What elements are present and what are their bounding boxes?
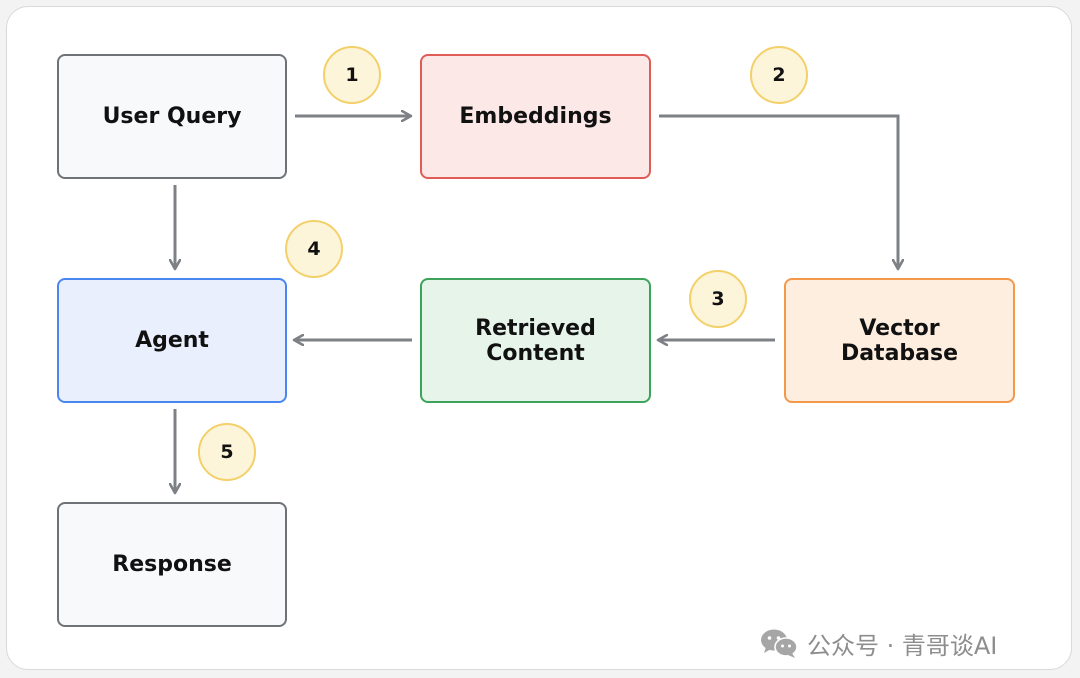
watermark: 公众号 · 青哥谈AI: [759, 625, 997, 661]
wechat-logo-icon: [761, 629, 798, 658]
edge-embeddings-to-vector-database: [659, 114, 898, 269]
node-user-query-label: User Query: [102, 104, 242, 129]
node-embeddings-label: Embeddings: [459, 104, 612, 129]
step-badge-1: 1: [323, 46, 381, 104]
node-user-query: User Query: [57, 54, 287, 179]
node-response: Response: [57, 502, 287, 627]
node-agent: Agent: [57, 278, 287, 403]
node-retrieved-content-label: Retrieved Content: [475, 315, 596, 366]
step-badge-5: 5: [198, 423, 256, 481]
node-retrieved-content: Retrieved Content: [420, 278, 651, 403]
node-agent-label: Agent: [135, 328, 209, 353]
step-badge-3: 3: [689, 270, 747, 328]
node-embeddings: Embeddings: [420, 54, 651, 179]
step-badge-2: 2: [750, 46, 808, 104]
node-response-label: Response: [112, 552, 232, 577]
node-vector-database: Vector Database: [784, 278, 1015, 403]
step-badge-4: 4: [285, 220, 343, 278]
node-vector-database-label: Vector Database: [840, 315, 959, 366]
diagram-canvas: User Query Embeddings Agent Retrieved Co…: [6, 6, 1072, 670]
diagram-edges: [7, 7, 1072, 670]
watermark-text: 公众号 · 青哥谈AI: [807, 631, 998, 660]
